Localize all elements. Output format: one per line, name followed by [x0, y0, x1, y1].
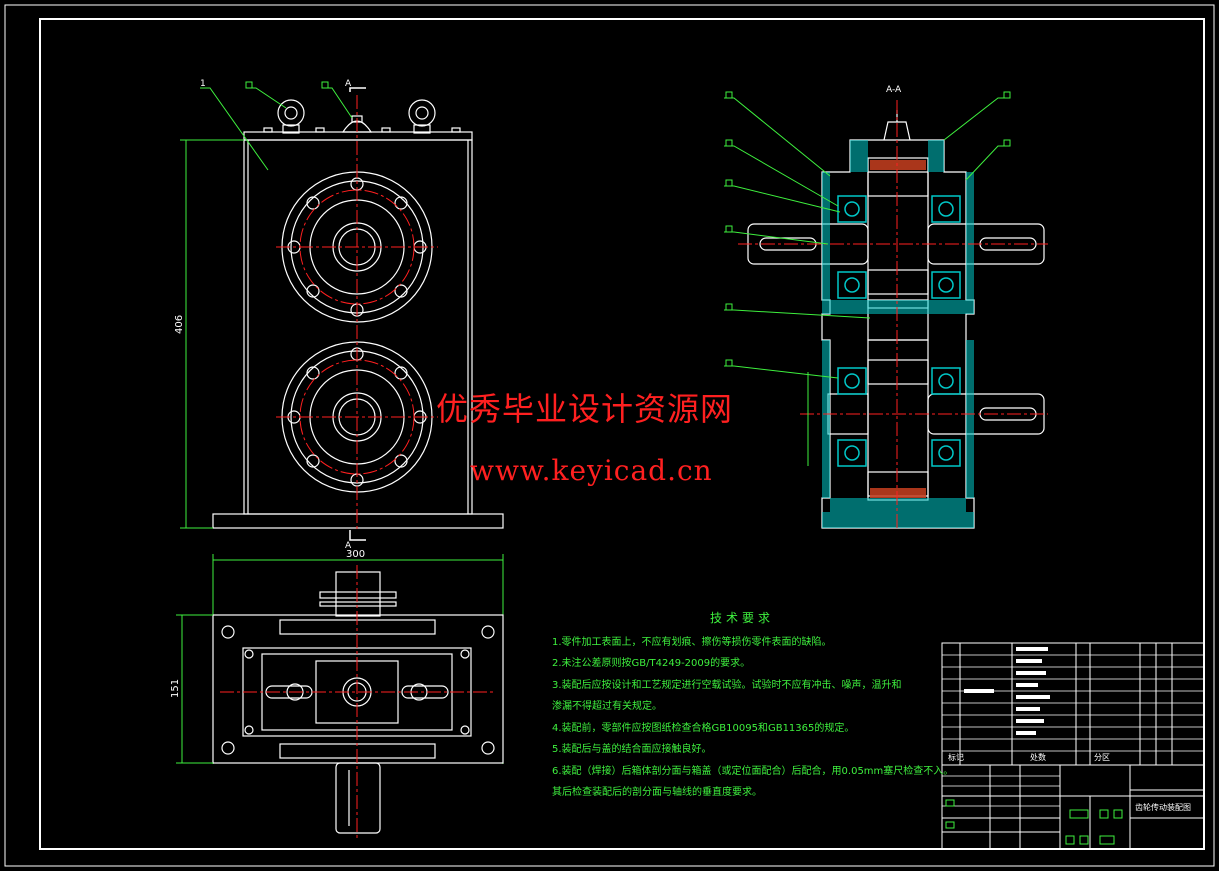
front-centerlines	[276, 95, 438, 530]
watermark-url[interactable]: www.keyicad.cn	[470, 454, 713, 487]
tech-req-item: 2.未注公差原则按GB/T4249-2009的要求。	[552, 658, 751, 669]
tech-req-title: 技术要求	[709, 611, 774, 625]
title-col-3: 分区	[1094, 753, 1110, 762]
section-hatch	[822, 140, 974, 528]
leader-item-1: 1	[200, 79, 206, 89]
cut-mark-bottom: A	[345, 541, 352, 551]
section-view	[747, 110, 1045, 529]
outer-frame	[4, 4, 1215, 867]
tech-req-item: 5.装配后与盖的结合面应接触良好。	[552, 744, 712, 755]
dim-width-value: 300	[346, 549, 365, 560]
section-cut-marks	[349, 87, 366, 541]
section-centerlines	[738, 100, 1048, 530]
tech-req-item: 6.装配（焊接）后箱体剖分面与箱盖（或定位面配合）后配合，用0.05mm塞尺检查…	[552, 765, 954, 777]
title-block-green-marks	[945, 799, 1123, 845]
watermark-title: 优秀毕业设计资源网	[436, 390, 734, 428]
front-view	[212, 99, 504, 529]
tech-req-item: 1.零件加工表面上，不应有划痕、擦伤等损伤零件表面的缺陷。	[552, 636, 832, 648]
title-col-1: 标记	[948, 752, 964, 762]
dim-height	[180, 139, 244, 529]
title-block-rows	[942, 654, 1204, 807]
leader-box	[321, 81, 329, 89]
dim-depth	[176, 614, 213, 764]
tech-req-item: 4.装配前，零部件应按图纸检查合格GB10095和GB11365的规定。	[552, 722, 855, 734]
dim-height-value: 406	[174, 315, 185, 334]
gear-teeth	[870, 160, 926, 498]
section-label: A-A	[886, 85, 902, 95]
top-centerlines	[220, 565, 496, 840]
top-view	[212, 571, 504, 834]
leader-box	[245, 81, 253, 89]
title-block	[941, 642, 1205, 850]
front-leaders	[200, 87, 353, 171]
dim-depth-value: 151	[170, 679, 181, 698]
cut-mark-top: A	[345, 79, 352, 89]
section-leader-boxes	[725, 91, 1011, 367]
dim-width	[212, 554, 504, 764]
inner-frame	[39, 18, 1205, 850]
tech-req-item: 其后检查装配后的剖分面与轴线的垂直度要求。	[552, 787, 762, 798]
title-col-2: 处数	[1030, 752, 1046, 762]
title-block-entries	[964, 647, 1050, 735]
tech-req-item: 3.装配后应按设计和工艺规定进行空载试验。试验时不应有冲击、噪声，温升和	[552, 679, 902, 691]
bearings	[837, 195, 961, 467]
technical-requirements: 技术要求 1.零件加工表面上，不应有划痕、擦伤等损伤零件表面的缺陷。 2.未注公…	[552, 608, 954, 804]
tech-req-item: 渗漏不得超过有关规定。	[552, 701, 662, 712]
drawing-name: 齿轮传动装配图	[1135, 802, 1191, 812]
